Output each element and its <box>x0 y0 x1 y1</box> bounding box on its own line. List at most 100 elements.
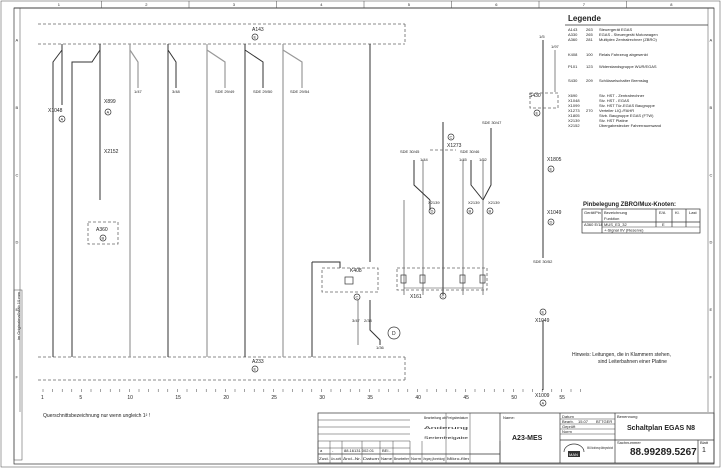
ref-label: SDE 29/49 <box>215 89 235 94</box>
rev-cell: a <box>320 448 323 453</box>
ruler-number: 40 <box>415 395 421 401</box>
legend-item: X2139 Stv. HST Platine <box>568 118 629 123</box>
ruler-number: 10 <box>127 395 133 401</box>
row-letter: F <box>16 374 19 379</box>
drawing-title: Schaltplan EGAS N8 <box>627 425 695 432</box>
pin-cell: A360 E/18 <box>584 222 603 227</box>
legend-title: Legende <box>568 14 601 23</box>
ref-label: 1/5 <box>539 34 545 39</box>
label-a360: A360 <box>96 227 108 233</box>
name-value: A23-MES <box>512 435 543 442</box>
label-k408: K408 <box>350 268 362 274</box>
legend-page: 270 <box>586 108 593 113</box>
circle-e: E <box>542 310 545 315</box>
legend-desc: Widerstandsgruppe WUR/EGAS <box>599 64 657 69</box>
legend-ref: P101 <box>568 64 578 69</box>
drawing-number: 88.99289.5267 <box>630 447 697 458</box>
legend-page: 263 <box>586 27 593 32</box>
ruler-number: 1 <box>41 395 44 401</box>
legend-desc: Relais Fahrzeug abgesenkt <box>599 52 649 57</box>
ref-label: 1/47 <box>134 89 143 94</box>
legend-page: 123 <box>586 64 593 69</box>
label-x2139: X2139 <box>488 200 500 205</box>
column-number: 2 <box>145 2 148 7</box>
legend-ref: X1048 <box>568 98 580 103</box>
label-x2139: X2139 <box>428 200 440 205</box>
ref-label: 3/48 <box>172 89 181 94</box>
legend-page: 265 <box>586 32 593 37</box>
rev-header: Änd.-Nr. <box>343 456 361 461</box>
hint-note: Hinweis: Leitungen, die in Klammern steh… <box>572 352 671 358</box>
legend-ref: A330 <box>568 32 578 37</box>
rev-header: Norm <box>411 456 422 461</box>
ref-label: 1/36 <box>376 345 385 350</box>
ruler-number: 25 <box>271 395 277 401</box>
label-x899: X899 <box>104 99 116 105</box>
row-letter: E <box>710 307 713 312</box>
date-value: 15.07 <box>578 419 589 424</box>
label-x1009: X1009 <box>535 393 550 399</box>
legend-item: A360 281 Multiplex Zentralrechner (ZBRO) <box>568 37 657 42</box>
ref-label: 1/45 <box>459 157 468 162</box>
rev-side-label: Bearbeitung ab Freigabedatum <box>424 415 469 420</box>
legend-ref: X2139 <box>568 118 580 123</box>
row-letter: F <box>710 374 713 379</box>
row-letter: C <box>16 172 19 177</box>
bus-a143: A143 E <box>38 23 406 45</box>
row-letter: C <box>710 172 713 177</box>
rev-header: Zust. <box>319 456 329 461</box>
circle-d: D <box>550 220 553 225</box>
rev-cell: 02.01 <box>364 448 375 453</box>
logo-text: MAN <box>569 452 578 457</box>
label-a143: A143 <box>252 27 264 33</box>
middle-wiring <box>396 122 492 295</box>
pin-header: Gerät/Pin <box>584 210 601 215</box>
left-labels: X1048 A X899 A X2152 A360 B 1/47 3/48 SD… <box>48 89 401 350</box>
ruler-number: 50 <box>511 395 517 401</box>
pin-header: E/A <box>659 210 666 215</box>
right-wiring <box>529 40 559 390</box>
legend-page: 281 <box>586 37 593 42</box>
ref-label: SDE 29/50 <box>253 89 273 94</box>
legend-desc: Stv. HST Platine <box>599 118 629 123</box>
legend-ref: A360 <box>568 37 578 42</box>
ruler-number: 55 <box>559 395 565 401</box>
column-number: 4 <box>320 2 323 7</box>
circle-e: E <box>550 167 553 172</box>
label-s430: S430 <box>529 93 541 99</box>
circle-c: C <box>356 295 359 300</box>
sheet-label: Blatt <box>700 440 709 445</box>
circle-e: E <box>536 111 539 116</box>
label-x1048: X1048 <box>48 108 63 114</box>
legend-desc: Stvb. Baugruppe EGAS (FTW) <box>599 113 654 118</box>
legend-desc: Schlüsselschalter Bremslag <box>599 78 648 83</box>
legend-desc: Multiplex Zentralrechner (ZBRO) <box>599 37 657 42</box>
label-x1049b: X1049 <box>535 318 550 324</box>
row-letter: B <box>16 105 19 110</box>
legend-item: X1048 Stv. HST - EGAS <box>568 98 630 103</box>
legend-ref: A143 <box>568 27 578 32</box>
legend-ref: X1273 <box>568 108 580 113</box>
circle-e: E <box>254 35 257 40</box>
right-labels: 1/5 1/97 S430 E X1805 E X1049 D SDE 30/5… <box>529 34 562 407</box>
legend-desc: Stv. HST - EGAS <box>599 98 630 103</box>
row-letter: A <box>710 38 713 43</box>
legend-ref: X2152 <box>568 123 580 128</box>
column-number: 6 <box>495 2 498 7</box>
ruler-number: 5 <box>79 395 82 401</box>
column-number: 7 <box>583 2 586 7</box>
legend-desc: EGAS - Steuergerät Motorwagen <box>599 32 658 37</box>
circle-d: D <box>431 209 434 214</box>
ruler-number: 15 <box>175 395 181 401</box>
pin-cell: MUS_E3_32 <box>604 222 627 227</box>
label-x2139: X2139 <box>468 200 480 205</box>
rev-header: Name <box>381 456 393 461</box>
rev-header: An-zahl <box>331 456 341 461</box>
